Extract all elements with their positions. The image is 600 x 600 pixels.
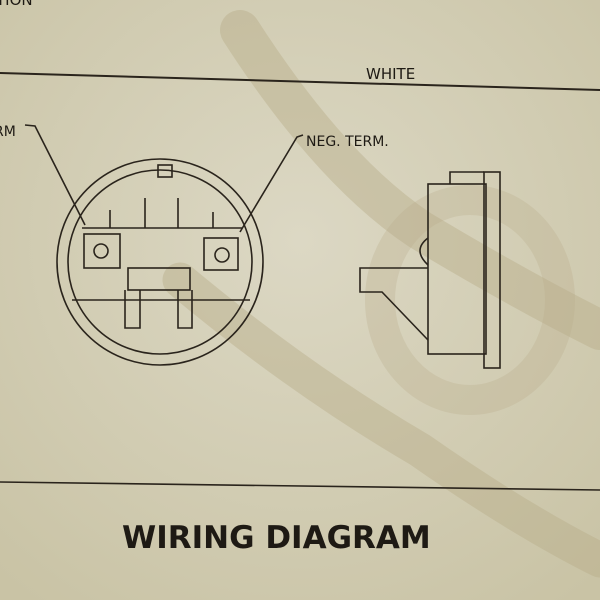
gauge-side-view xyxy=(359,171,501,369)
partial-label-top: TION xyxy=(0,0,33,9)
partial-label-left: RM xyxy=(0,124,16,140)
diagram-title: WIRING DIAGRAM xyxy=(122,520,431,556)
leader-lines xyxy=(24,124,304,233)
neg-terminal xyxy=(203,237,239,271)
white-wire-line xyxy=(0,72,600,91)
gauge-front-view xyxy=(56,158,264,366)
wire-label-white: WHITE xyxy=(366,65,415,83)
neg-term-label: NEG. TERM. xyxy=(306,134,389,150)
paper-stains xyxy=(162,10,600,578)
pos-terminal xyxy=(83,233,121,269)
divider-line xyxy=(0,481,600,491)
